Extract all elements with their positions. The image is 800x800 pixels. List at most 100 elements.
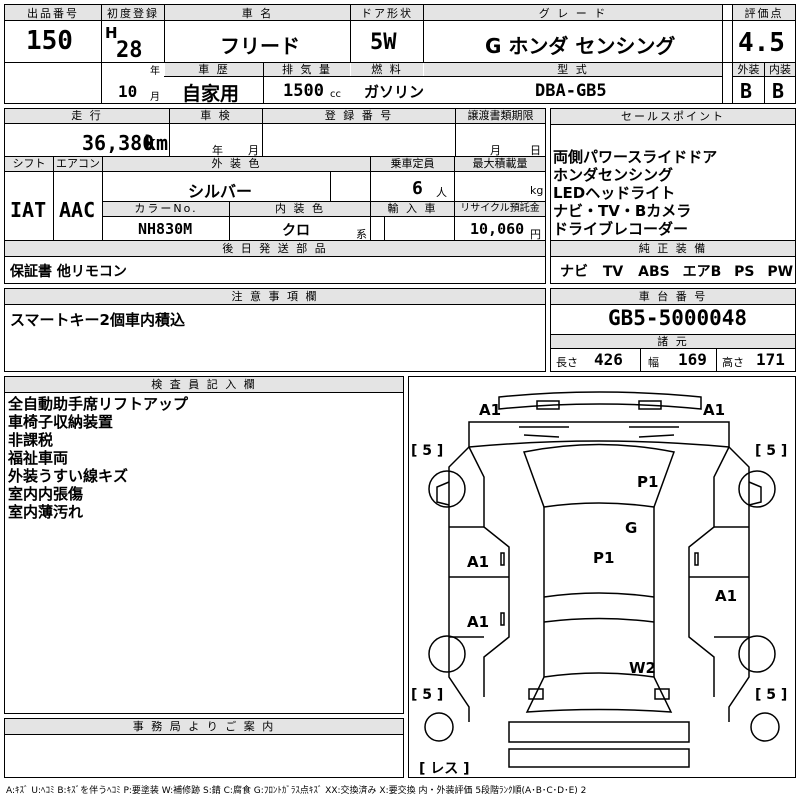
lot-value: 150 <box>26 26 73 56</box>
load-label: 最大積載量 <box>455 157 545 171</box>
ins-year-unit: 年 <box>212 144 223 157</box>
later-value: 保証書 他リモコン <box>10 264 127 280</box>
fuel-value: ガソリン <box>364 83 425 101</box>
colorno-label: カラーNo. <box>103 202 229 216</box>
color-label: 外 装 色 <box>103 157 370 171</box>
int-value: B <box>772 79 785 103</box>
vehicle-details <box>4 108 546 284</box>
recycle-unit: 円 <box>530 228 541 241</box>
chassis-box <box>550 288 796 372</box>
score-value: 4.5 <box>738 28 785 58</box>
notes-value: スマートキー2個車内積込 <box>10 311 185 329</box>
damage-diagram: A1 A1 P1 G P1 A1 A1 A1 W2 [ 5 ] [ 5 ] [ … <box>408 376 796 778</box>
inspector-item: 室内薄汚れ <box>8 503 84 521</box>
history-value: 自家用 <box>182 83 240 105</box>
month-value: 10 <box>118 82 138 101</box>
office-label: 事 務 局 よ り ご 案 内 <box>5 719 403 734</box>
mark-front-right: A1 <box>703 401 725 419</box>
sales-point-box <box>550 108 796 284</box>
ac-value: AAC <box>59 198 96 222</box>
month-unit: 月 <box>150 92 160 103</box>
equipment-item: エアB <box>682 264 722 280</box>
sales-item: LEDヘッドライト <box>553 184 676 202</box>
mark-right-rear: A1 <box>715 587 737 605</box>
door-label: ドア形状 <box>351 5 423 20</box>
mark-windshield: G <box>625 519 637 537</box>
lot-label: 出品番号 <box>5 5 101 20</box>
chassis-label: 車 台 番 号 <box>551 289 795 304</box>
import-label: 輸 入 車 <box>371 202 454 216</box>
recycle-label: リサイクル預託金 <box>455 202 545 216</box>
equipment-list: ナビ TV ABS エアB PS PW <box>560 261 793 281</box>
transfer-label: 譲渡書類期限 <box>456 109 545 123</box>
shift-label: シフト <box>5 157 53 171</box>
height-value: 171 <box>756 350 785 369</box>
intcolor-value: クロ <box>282 223 310 239</box>
sales-item: 両側パワースライドドア <box>553 148 718 166</box>
sales-item: ナビ・TV・Bカメラ <box>553 202 692 220</box>
inspection-label: 車 検 <box>170 109 262 123</box>
width-value: 169 <box>678 350 707 369</box>
intcolor-label: 内 装 色 <box>230 202 370 216</box>
legend: A:ｷｽﾞ U:ﾍｺﾐ B:ｷｽﾞを伴うﾍｺﾐ P:要塗装 W:補修跡 S:錆 … <box>6 786 587 796</box>
equipment-item: PW <box>767 264 794 280</box>
model-label: 型 式 <box>424 63 722 76</box>
mileage-value: 36,380 <box>82 131 155 155</box>
mark-left-rear-door: A1 <box>467 613 489 631</box>
mark-rear: W2 <box>629 659 656 677</box>
mark-left-front-door: A1 <box>467 553 489 571</box>
ext-label: 外装 <box>733 63 764 76</box>
reg-label: 登 録 番 号 <box>263 109 455 123</box>
displacement-unit: cc <box>330 89 341 100</box>
recycle-value: 10,060 <box>470 220 525 238</box>
inspector-label: 検 査 員 記 入 欄 <box>5 377 403 392</box>
seats-value: 6 <box>412 178 423 199</box>
door-value: 5W <box>370 30 397 55</box>
ac-label: エアコン <box>54 157 102 171</box>
top-section <box>4 4 796 104</box>
mark-front-left: A1 <box>479 401 501 419</box>
car-diagram-svg: A1 A1 P1 G P1 A1 A1 A1 W2 [ 5 ] [ 5 ] [ … <box>411 391 787 777</box>
first-reg-label: 初度登録 <box>102 5 164 20</box>
grade-value: G ホンダ センシング <box>485 34 676 58</box>
inspector-box <box>4 376 404 714</box>
chassis-value: GB5-5000048 <box>608 306 748 330</box>
specs-label: 諸 元 <box>551 335 795 348</box>
grade-label: グ レ ー ド <box>424 5 722 20</box>
year-value: 28 <box>116 38 143 63</box>
inspector-item: 室内内張傷 <box>8 485 84 503</box>
length-value: 426 <box>594 350 623 369</box>
displacement-label: 排 気 量 <box>264 63 350 76</box>
tire-rear-left: [ 5 ] <box>411 687 443 703</box>
sales-item: ドライブレコーダー <box>553 220 689 238</box>
equipment-item: ナビ <box>560 264 588 280</box>
ext-value: B <box>740 79 753 103</box>
tire-rear-right: [ 5 ] <box>755 687 787 703</box>
equipment-item: ABS <box>638 264 670 280</box>
fuel-label: 燃 料 <box>351 63 423 76</box>
length-label: 長さ <box>556 356 578 369</box>
spare-tire: [ レス ] <box>419 761 470 777</box>
seats-unit: 人 <box>436 186 447 199</box>
era-value: H <box>105 24 118 42</box>
model-value: DBA-GB5 <box>535 81 607 101</box>
equipment-item: TV <box>602 264 624 280</box>
inspector-item: 福祉車両 <box>8 449 69 467</box>
name-label: 車 名 <box>165 5 350 20</box>
year-unit: 年 <box>150 66 160 77</box>
int-label: 内装 <box>765 63 795 76</box>
inspector-item: 非課税 <box>8 431 54 449</box>
mileage-label: 走 行 <box>5 109 169 123</box>
tire-front-right: [ 5 ] <box>755 443 787 459</box>
sales-label: セールスポイント <box>551 109 795 124</box>
tr-day-unit: 日 <box>530 144 541 157</box>
sales-item: ホンダセンシング <box>553 166 674 184</box>
seats-label: 乗車定員 <box>371 157 454 171</box>
office-box <box>4 718 404 778</box>
notes-box <box>4 288 546 372</box>
mark-roof: P1 <box>593 549 614 567</box>
inspector-item: 全自動助手席リフトアップ <box>8 395 189 413</box>
color-value: シルバー <box>188 182 253 201</box>
intcolor-unit: 系 <box>356 228 367 241</box>
shift-value: IAT <box>10 198 47 222</box>
